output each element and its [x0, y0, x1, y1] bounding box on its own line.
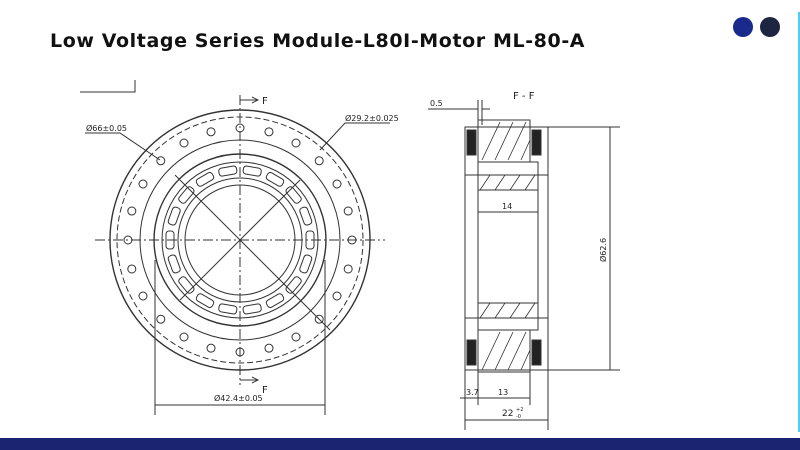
rotor-hole	[138, 179, 148, 189]
rotor-hole	[291, 138, 301, 148]
section-title: F - F	[513, 91, 535, 102]
rotor-hole	[156, 314, 166, 324]
dim-left: 3.7	[466, 388, 479, 397]
section-mark-bottom: F	[262, 385, 268, 396]
dim-gap: 0.5	[430, 99, 443, 108]
dim-height: Ø62.6	[598, 238, 608, 262]
stator-slot	[285, 186, 302, 204]
rotor-hole	[138, 291, 148, 301]
rotor-hole	[332, 179, 342, 189]
stator-slot	[242, 303, 262, 315]
stator-slot	[167, 206, 181, 226]
footer-bar	[0, 438, 800, 450]
dim-outer-diameter: Ø66±0.05	[86, 123, 127, 133]
rotor-hole	[264, 343, 274, 353]
dim-inner-diameter: Ø42.4±0.05	[214, 393, 263, 403]
section-mark-top: F	[262, 96, 268, 107]
front-view	[85, 95, 390, 415]
dim-inner-width: 14	[502, 202, 512, 211]
stator-slot	[242, 165, 262, 177]
rotor-hole	[314, 156, 324, 166]
stator-slot	[167, 254, 181, 274]
rotor-hole	[206, 127, 216, 137]
dim-total-tol-upper: +2	[516, 407, 523, 413]
dim-core: 13	[498, 388, 508, 397]
decorative-edge	[798, 12, 800, 432]
rotor-hole	[314, 314, 324, 324]
slide-title: Low Voltage Series Module-L80I-Motor ML-…	[50, 30, 586, 52]
rotor-hole	[179, 138, 189, 148]
rotor-hole	[179, 332, 189, 342]
rotor-hole	[156, 156, 166, 166]
stator-slot	[285, 276, 302, 294]
rotor-hole	[206, 343, 216, 353]
rotor-hole	[264, 127, 274, 137]
stator-slot	[265, 293, 285, 308]
rotor-hole	[127, 264, 137, 274]
decorative-dot-dark	[760, 17, 780, 37]
rotor-hole	[332, 291, 342, 301]
stator-slot	[299, 254, 313, 274]
rotor-hole	[291, 332, 301, 342]
stator-slot	[178, 276, 195, 294]
stator-slot	[195, 172, 215, 187]
rotor-hole	[127, 206, 137, 216]
stator-slot	[265, 172, 285, 187]
dim-total-tol-lower: -0	[516, 414, 521, 420]
stator-slot	[178, 186, 195, 204]
stator-slot	[218, 165, 238, 177]
rotor-hole	[343, 206, 353, 216]
rotor-hole	[343, 264, 353, 274]
decorative-dot-blue	[733, 17, 753, 37]
stator-slot	[218, 303, 238, 315]
dim-bore-diameter: Ø29.2±0.025	[345, 113, 399, 123]
stator-slot	[195, 293, 215, 308]
dim-total: 22	[502, 409, 513, 419]
stator-slot	[299, 206, 313, 226]
section-view	[428, 100, 620, 430]
